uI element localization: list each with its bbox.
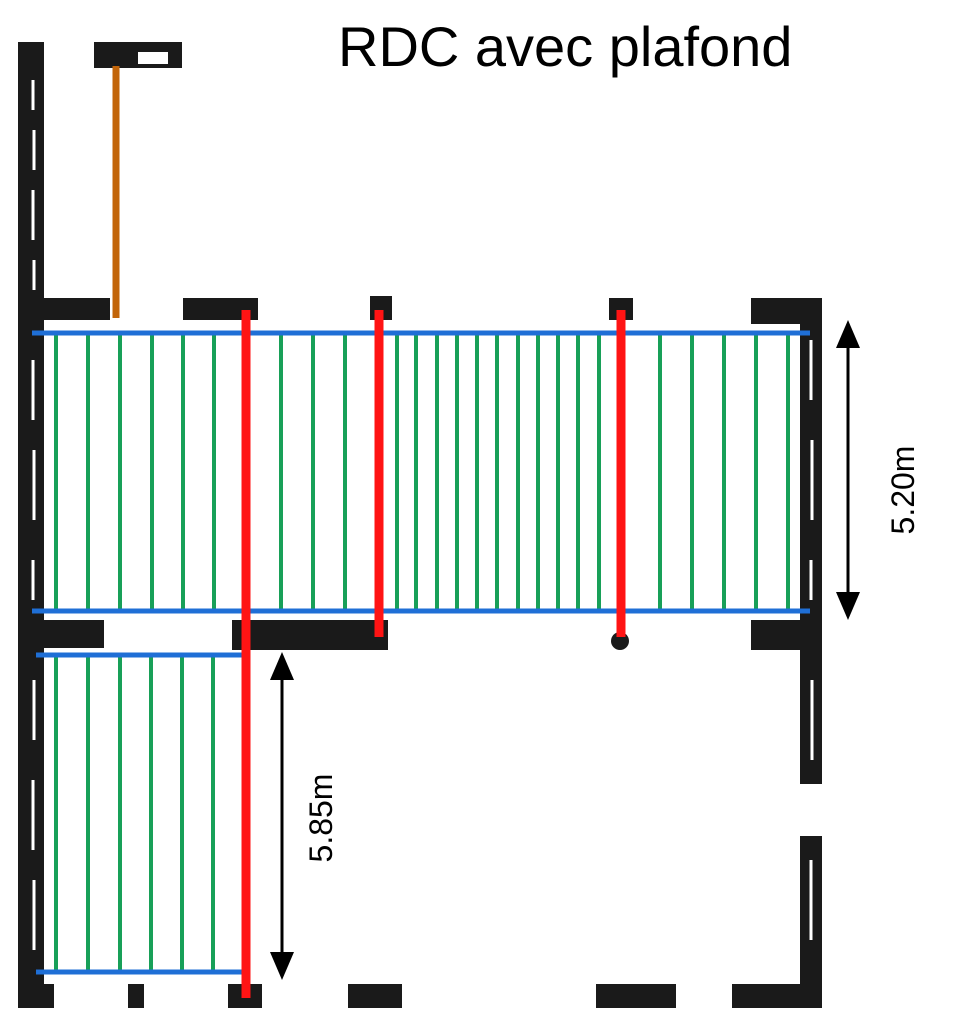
dimension-upper: 5.20m — [836, 320, 921, 620]
wall-bottom-1 — [18, 984, 54, 1008]
wall-mid-1 — [44, 620, 104, 648]
wall-mid-2 — [232, 620, 388, 650]
wall-bottom-4 — [348, 984, 402, 1008]
wall-bottom-5 — [596, 984, 676, 1008]
wall-bottom-6 — [732, 984, 822, 1008]
dimension-lower-label: 5.85m — [303, 774, 339, 863]
wall-upper-4 — [609, 298, 633, 320]
dimension-upper-label: 5.20m — [885, 446, 921, 535]
wall-top-stub-inner — [138, 52, 168, 64]
dimension-lower: 5.85m — [270, 652, 339, 980]
joists-lower — [54, 657, 215, 970]
wall-bottom-2 — [128, 984, 144, 1008]
wall-upper-2 — [183, 298, 258, 320]
wall-hatching — [31, 80, 814, 950]
walls — [18, 42, 822, 1008]
wall-left-outer — [18, 42, 44, 1007]
wall-upper-1 — [44, 298, 110, 320]
joists-upper — [54, 335, 790, 609]
wall-right-stub-a — [751, 620, 821, 650]
page-title: RDC avec plafond — [338, 15, 793, 78]
